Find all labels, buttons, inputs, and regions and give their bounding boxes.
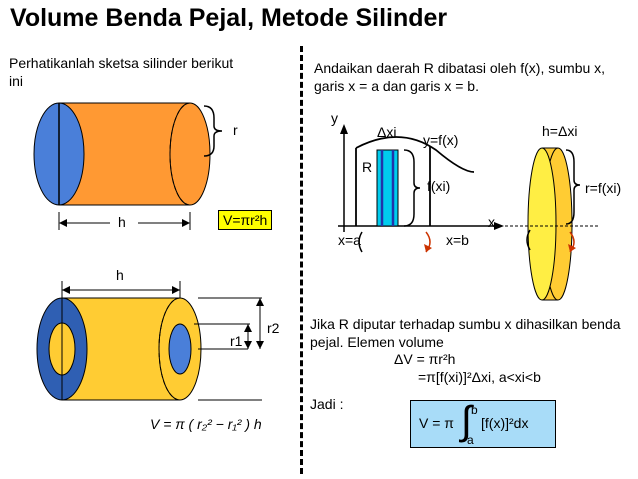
graph-fxi-label: f(xi) xyxy=(427,178,451,194)
volume-element-expansion: =π[f(xi)]²Δxi, a<xi<b xyxy=(418,369,541,385)
graph-xa-label: x=a xyxy=(338,232,361,248)
integral-upper-limit: b xyxy=(471,403,478,417)
graph-fx-label: y=f(x) xyxy=(423,132,459,148)
integral-integrand: [f(x)]²dx xyxy=(481,415,529,431)
cyl1-height-label: h xyxy=(118,214,126,230)
cyl1-radius-label: r xyxy=(233,122,238,138)
integral-lower-limit: a xyxy=(467,433,474,447)
disk-element xyxy=(500,147,600,301)
cyl2-r1-label: r1 xyxy=(230,333,243,349)
hollow-cylinder xyxy=(36,281,264,401)
page-title: Volume Benda Pejal, Metode Silinder xyxy=(10,4,448,32)
graph-region-label: R xyxy=(362,159,373,175)
final-integral-box: V = π ∫ b a [f(x)]²dx xyxy=(410,399,556,448)
rotation-paragraph: Jika R diputar terhadap sumbu x dihasilk… xyxy=(310,316,621,350)
graph-xb-label: x=b xyxy=(446,232,469,248)
disk-height-label: h=Δxi xyxy=(542,123,578,139)
solid-cylinder xyxy=(33,102,223,230)
graph-x-axis-label: x xyxy=(488,214,495,230)
column-divider xyxy=(300,46,303,474)
left-intro-text: Perhatikanlah sketsa silinder berikut in… xyxy=(9,55,234,89)
graph-y-axis-label: y xyxy=(331,110,338,126)
graph-dx-label: Δxi xyxy=(377,124,397,140)
volume-element-formula: ΔV = πr²h xyxy=(394,351,456,367)
integral-lhs: V = π xyxy=(419,415,454,431)
right-intro-text: Andaikan daerah R dibatasi oleh f(x), su… xyxy=(314,60,606,94)
cyl2-height-label: h xyxy=(116,267,124,283)
cyl1-volume-formula: V=πr²h xyxy=(218,210,273,230)
cyl2-r2-label: r2 xyxy=(267,320,280,336)
region-graph xyxy=(338,124,504,253)
jadi-label: Jadi : xyxy=(310,396,344,412)
cyl2-volume-formula: V = π ( r₂² − r₁² ) h xyxy=(150,416,262,432)
disk-radius-label: r=f(xi) xyxy=(585,180,622,196)
integral-sign-icon: ∫ xyxy=(461,399,472,443)
